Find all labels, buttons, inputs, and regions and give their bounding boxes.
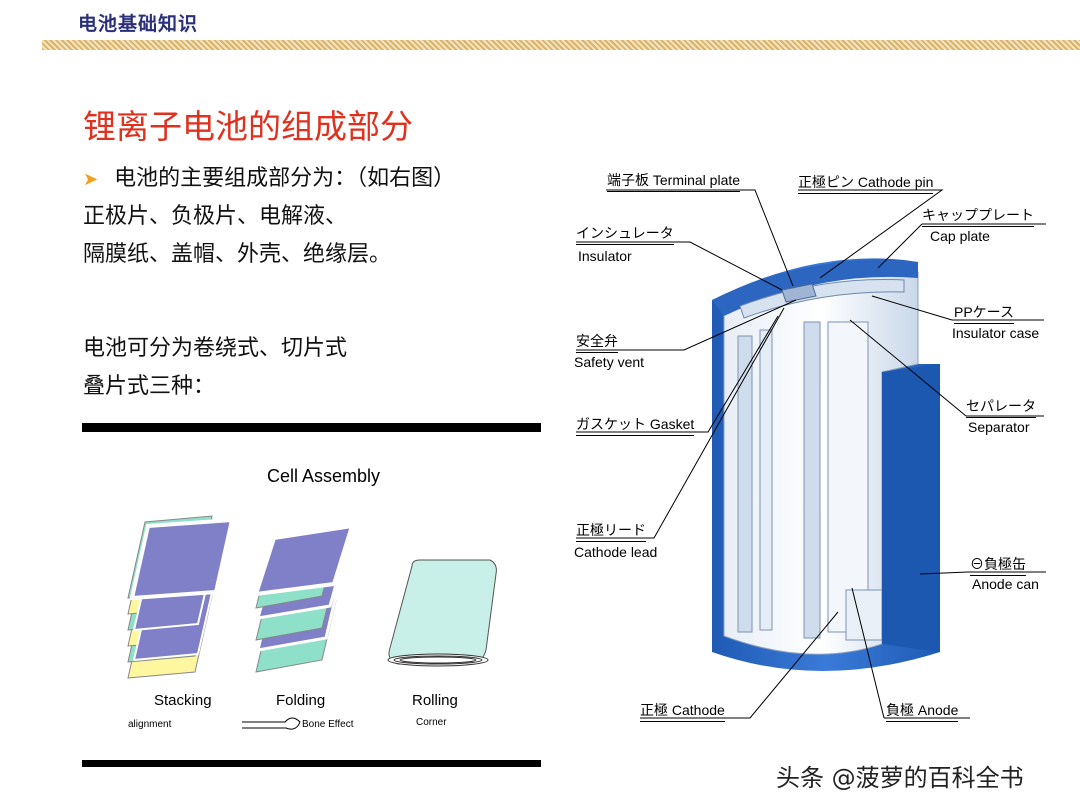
header-decorative-band <box>42 40 1080 50</box>
label-gasket: ガスケット Gasket <box>576 414 695 436</box>
label-anode-can-en: Anode can <box>972 576 1039 592</box>
label-insulator-en: Insulator <box>578 248 632 264</box>
label-insulator-jp: インシュレータ <box>576 223 674 245</box>
bone-effect-label: Bone Effect <box>302 719 354 730</box>
label-separator-en: Separator <box>968 419 1030 435</box>
label-cathode-lead-en: Cathode lead <box>574 544 658 560</box>
source-watermark: 头条 @菠萝的百科全书 <box>776 764 1024 792</box>
label-pp-case-en: Insulator case <box>952 325 1040 341</box>
rolling-label: Rolling <box>412 692 458 709</box>
stacking-illustration <box>127 515 235 679</box>
bullet-line-1: ➤ 电池的主要组成部分为：（如右图） <box>83 160 455 199</box>
label-cathode: 正極 Cathode <box>640 700 725 722</box>
label-cap-plate-en: Cap plate <box>930 228 990 244</box>
bullet-line-3: 隔膜纸、盖帽、外壳、绝缘层。 <box>83 242 392 267</box>
label-safety-vent-en: Safety vent <box>574 354 645 370</box>
folding-label: Folding <box>276 692 326 709</box>
bullet-text: 电池的主要组成部分为：（如右图） <box>114 166 456 191</box>
types-line-2: 叠片式三种： <box>83 374 216 399</box>
bullet-arrow-icon: ➤ <box>83 169 99 190</box>
label-anode-can-jp: ⊖負極缶 <box>970 554 1026 576</box>
bullet-line-2: 正极片、负极片、电解液、 <box>83 204 348 229</box>
label-safety-vent-jp: 安全弁 <box>576 331 618 353</box>
stacking-label: Stacking <box>154 692 212 709</box>
label-pp-case-jp: PPケース <box>954 302 1014 324</box>
folding-illustration <box>253 523 355 673</box>
rolling-illustration <box>387 559 497 667</box>
cell-assembly-title: Cell Assembly <box>267 466 381 486</box>
label-cathode-lead-jp: 正極リード <box>576 520 646 542</box>
corner-label: Corner <box>416 717 447 728</box>
label-cap-plate-jp: キャッププレート <box>922 205 1034 227</box>
page-title: 锂离子电池的组成部分 <box>83 107 413 146</box>
header-title: 电池基础知识 <box>78 13 199 35</box>
label-cathode-pin: 正極ピン Cathode pin <box>798 172 934 194</box>
types-line-1: 电池可分为卷绕式、切片式 <box>83 336 348 361</box>
top-rule <box>82 423 541 432</box>
label-terminal-plate: 端子板 Terminal plate <box>607 170 741 192</box>
alignment-label: alignment <box>128 719 172 730</box>
label-separator-jp: セパレータ <box>966 396 1036 418</box>
label-anode: 負極 Anode <box>886 700 959 722</box>
bottom-rule <box>82 760 541 767</box>
